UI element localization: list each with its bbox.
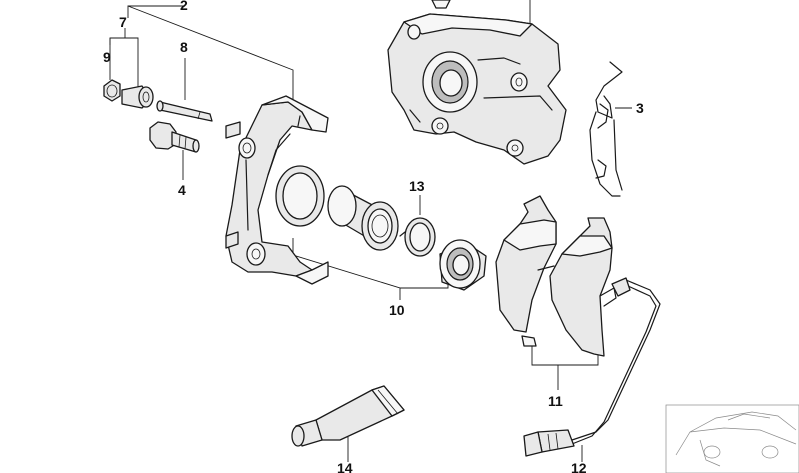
part-10-piston-kit [275,165,487,291]
callout-13: 13 [409,178,425,194]
callout-8: 8 [180,39,188,55]
callout-14: 14 [337,460,353,473]
callout-7: 7 [119,14,127,30]
callout-4: 4 [178,182,186,198]
part-2-caliper-carrier [225,95,329,285]
part-4-hex-bolt [149,121,200,153]
callout-12: 12 [571,460,587,473]
callout-3: 3 [636,100,644,116]
caliper-housing [387,0,567,165]
part-7-guide-bushing [121,85,154,109]
part-3-anti-rattle-spring [589,61,623,197]
callout-2: 2 [180,0,188,13]
part-9-sleeve [103,79,121,102]
part-13-seal-ring [399,217,436,257]
callout-labels: 2 7 9 8 3 4 13 10 11 14 12 [103,0,644,473]
callout-11: 11 [548,393,563,409]
part-12-wear-sensor [523,277,661,457]
callout-10: 10 [389,302,405,318]
part-14-grease-tube [291,385,405,447]
part-11-brake-pads [495,195,617,357]
callout-9: 9 [103,49,111,65]
part-8-guide-pin [156,100,213,122]
vehicle-position-thumbnail [665,404,799,473]
